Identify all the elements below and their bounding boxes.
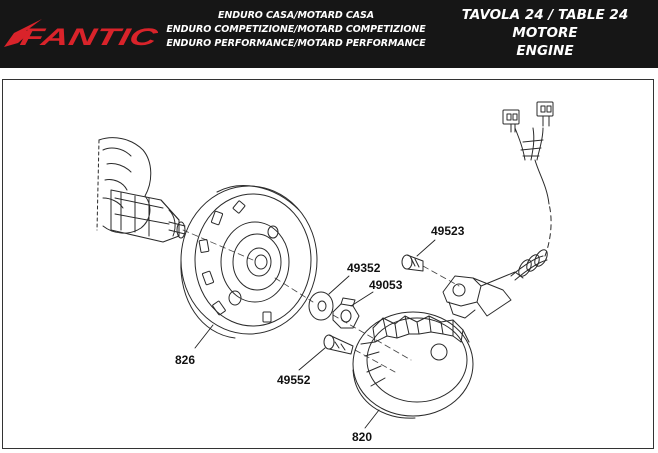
pickup-sensor xyxy=(442,271,524,319)
flywheel-rotor xyxy=(180,185,318,339)
part-label-826: 826 xyxy=(175,353,196,367)
header-bar: FANTIC ENDURO CASA/MOTARD CASA ENDURO CO… xyxy=(0,0,658,68)
part-label-49053: 49053 xyxy=(369,278,403,292)
group-name-it: MOTORE xyxy=(512,25,578,41)
model-line-2: ENDURO COMPETIZIONE/MOTARD COMPETIZIONE xyxy=(166,24,426,35)
washer xyxy=(308,291,334,321)
table-title-block: TAVOLA 24 / TABLE 24 MOTORE ENGINE xyxy=(434,6,656,60)
part-label-49523: 49523 xyxy=(431,224,465,238)
fantic-logo: FANTIC xyxy=(4,19,158,51)
brand-logo-text: FANTIC xyxy=(18,24,158,51)
model-line-3: ENDURO PERFORMANCE/MOTARD PERFORMANCE xyxy=(166,38,426,49)
exploded-diagram xyxy=(96,101,554,429)
part-label-49352: 49352 xyxy=(347,261,381,275)
stator-screw xyxy=(323,334,354,355)
leader-lines xyxy=(194,239,436,429)
part-label-49552: 49552 xyxy=(277,373,311,387)
group-name-en: ENGINE xyxy=(516,43,574,59)
nut xyxy=(332,297,360,329)
pickup-screw xyxy=(401,254,424,272)
part-label-820: 820 xyxy=(352,430,373,444)
crankshaft xyxy=(96,137,186,243)
model-list: ENDURO CASA/MOTARD CASA ENDURO COMPETIZI… xyxy=(163,9,429,51)
diagram-panel: 826 820 49523 49352 49053 49552 xyxy=(2,79,654,449)
model-line-1: ENDURO CASA/MOTARD CASA xyxy=(217,10,375,21)
stator xyxy=(352,311,474,419)
table-title: TAVOLA 24 / TABLE 24 xyxy=(461,7,629,23)
wiring-harness xyxy=(502,101,554,281)
